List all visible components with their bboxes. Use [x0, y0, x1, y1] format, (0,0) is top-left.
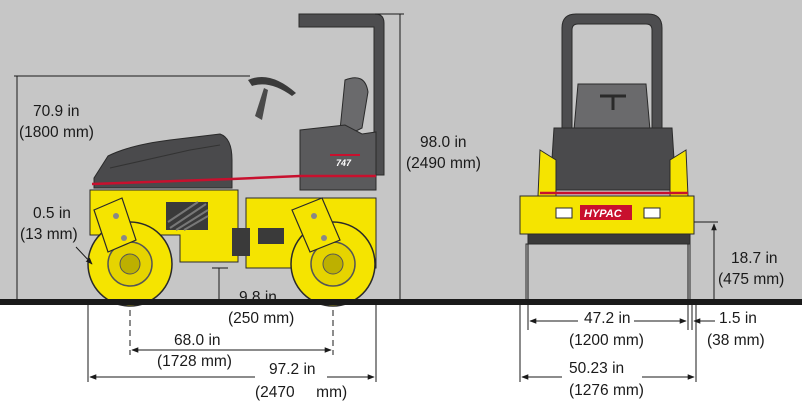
brand-plate [580, 205, 632, 220]
steering-column [255, 88, 268, 120]
overall-width-label-bg [562, 358, 642, 378]
height-98-0-mm: (2490 mm) [406, 155, 481, 172]
height-70-9-in: 70.9 in [33, 103, 80, 120]
side-view-roller: 747 [87, 13, 385, 307]
length-mm: (2470 mm) [255, 384, 347, 401]
length-in: 97.2 in [269, 361, 316, 378]
brand-label: HYPAC [584, 208, 623, 220]
model-badge: 747 [336, 158, 352, 168]
overall-width-mm: (1276 mm) [569, 382, 644, 399]
wheelbase-in: 68.0 in [174, 332, 221, 349]
overhang-in: 0.5 in [33, 205, 71, 222]
clearance-mm: (250 mm) [228, 310, 294, 327]
front-drum [525, 243, 691, 305]
front-body [549, 127, 677, 191]
plate-height-mm: (475 mm) [718, 271, 784, 288]
height-98-0-in: 98.0 in [420, 134, 467, 151]
white-footer [0, 304, 802, 404]
front-dimensions [519, 221, 718, 382]
headlight-left [555, 207, 573, 219]
red-stripe [91, 174, 376, 186]
steering-wheel [248, 76, 296, 96]
engine-hood [93, 133, 233, 189]
wheelbase-mm: (1728 mm) [157, 353, 232, 370]
side-dimensions [14, 13, 404, 382]
articulation-joint [232, 228, 250, 256]
drum-width-in: 47.2 in [584, 310, 631, 327]
plate-height-in: 18.7 in [731, 250, 778, 267]
headlight-right [643, 207, 661, 219]
side-clearance-mm: (38 mm) [707, 332, 765, 349]
overall-width-in: 50.23 in [569, 360, 624, 377]
length-label-bg [255, 358, 327, 378]
drum-width-label-bg [578, 306, 634, 326]
height-70-9-mm: (1800 mm) [19, 124, 94, 141]
drum-width-mm: (1200 mm) [569, 332, 644, 349]
rear-body [299, 124, 377, 191]
overhang-mm: (13 mm) [20, 226, 78, 243]
front-view-roller: HYPAC [519, 13, 695, 305]
ground-line [0, 299, 802, 305]
side-clearance-in: 1.5 in [719, 310, 757, 327]
front-drum-scraper [527, 233, 691, 245]
clearance-in: 9.8 in [239, 289, 277, 306]
